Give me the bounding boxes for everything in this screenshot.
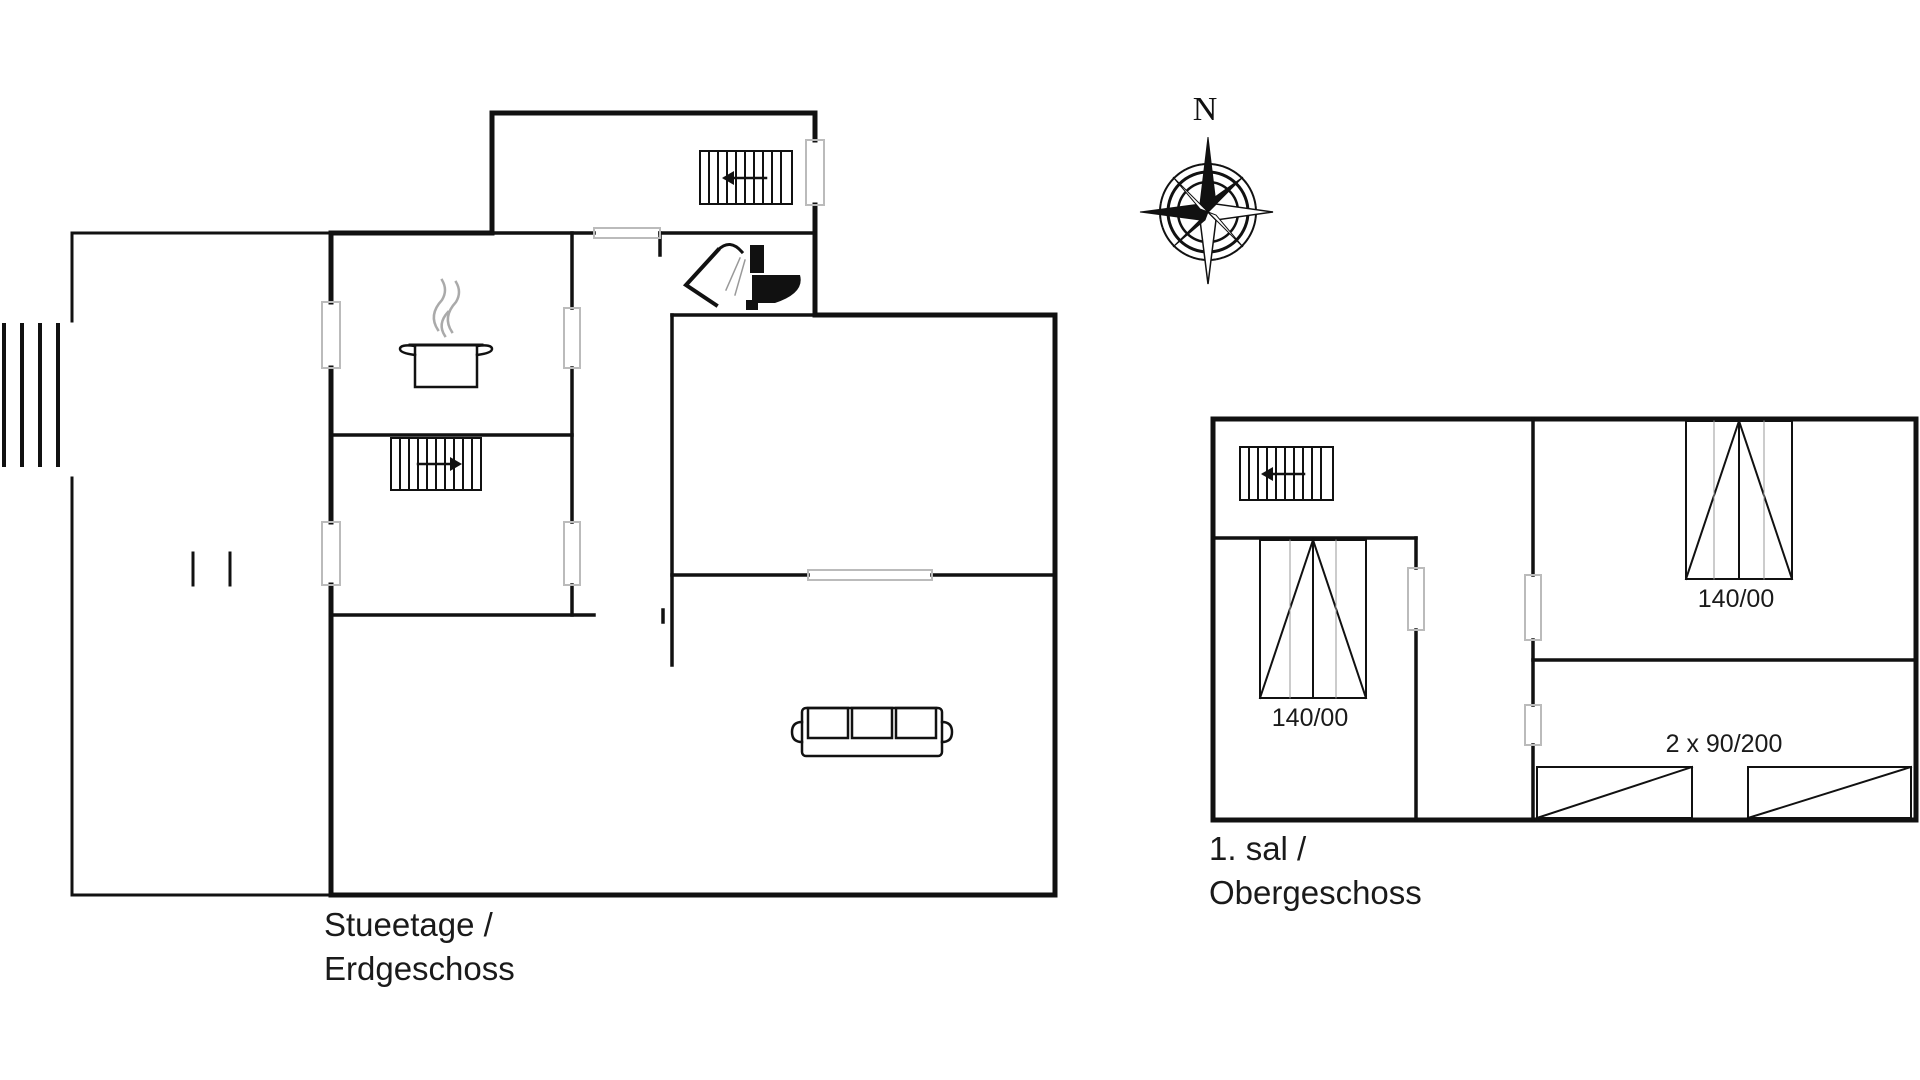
west-wall-doors <box>321 301 341 586</box>
upper-floor-label-line2: Obergeschoss <box>1209 874 1422 911</box>
bed-dimension-label: 140/00 <box>1272 704 1348 732</box>
upper-outline <box>1210 416 1919 823</box>
upper-interior-walls <box>1211 417 1918 822</box>
bed-dimension-label: 2 x 90/200 <box>1666 730 1783 758</box>
stairs-icon <box>1239 446 1334 501</box>
ground-floor-label: Stueetage / Erdgeschoss <box>324 903 515 991</box>
terrace-marks <box>191 551 232 587</box>
north-walls <box>328 110 1058 898</box>
upper-floor-label-line1: 1. sal / <box>1209 830 1307 867</box>
north-wall-door <box>805 139 825 206</box>
shower-icon <box>682 243 746 308</box>
compass-north-label: N <box>1193 91 1218 128</box>
upper-doors <box>1407 567 1542 746</box>
terrace-outline <box>70 231 333 323</box>
bed-icon <box>1258 538 1368 700</box>
ground-floor-plan <box>2 110 1058 898</box>
sofa-icon <box>790 706 954 758</box>
stairs-icon <box>699 150 793 205</box>
bed-icon <box>1535 765 1913 820</box>
toilet-icon <box>746 245 801 310</box>
upper-floor-label: 1. sal / Obergeschoss <box>1209 827 1422 915</box>
interior-walls <box>329 231 1057 667</box>
ground-floor-label-line2: Erdgeschoss <box>324 950 515 987</box>
terrace-outline-lower <box>70 476 333 897</box>
stairs-icon <box>390 437 482 491</box>
compass-rose-icon <box>1139 136 1274 285</box>
entrance-steps <box>2 323 60 467</box>
pot-icon <box>398 278 494 389</box>
ground-floor-label-line1: Stueetage / <box>324 906 493 943</box>
upper-floor-plan <box>1210 416 1919 823</box>
interior-doors <box>563 227 933 586</box>
bed-icon <box>1684 419 1794 581</box>
bed-dimension-label: 140/00 <box>1698 585 1774 613</box>
